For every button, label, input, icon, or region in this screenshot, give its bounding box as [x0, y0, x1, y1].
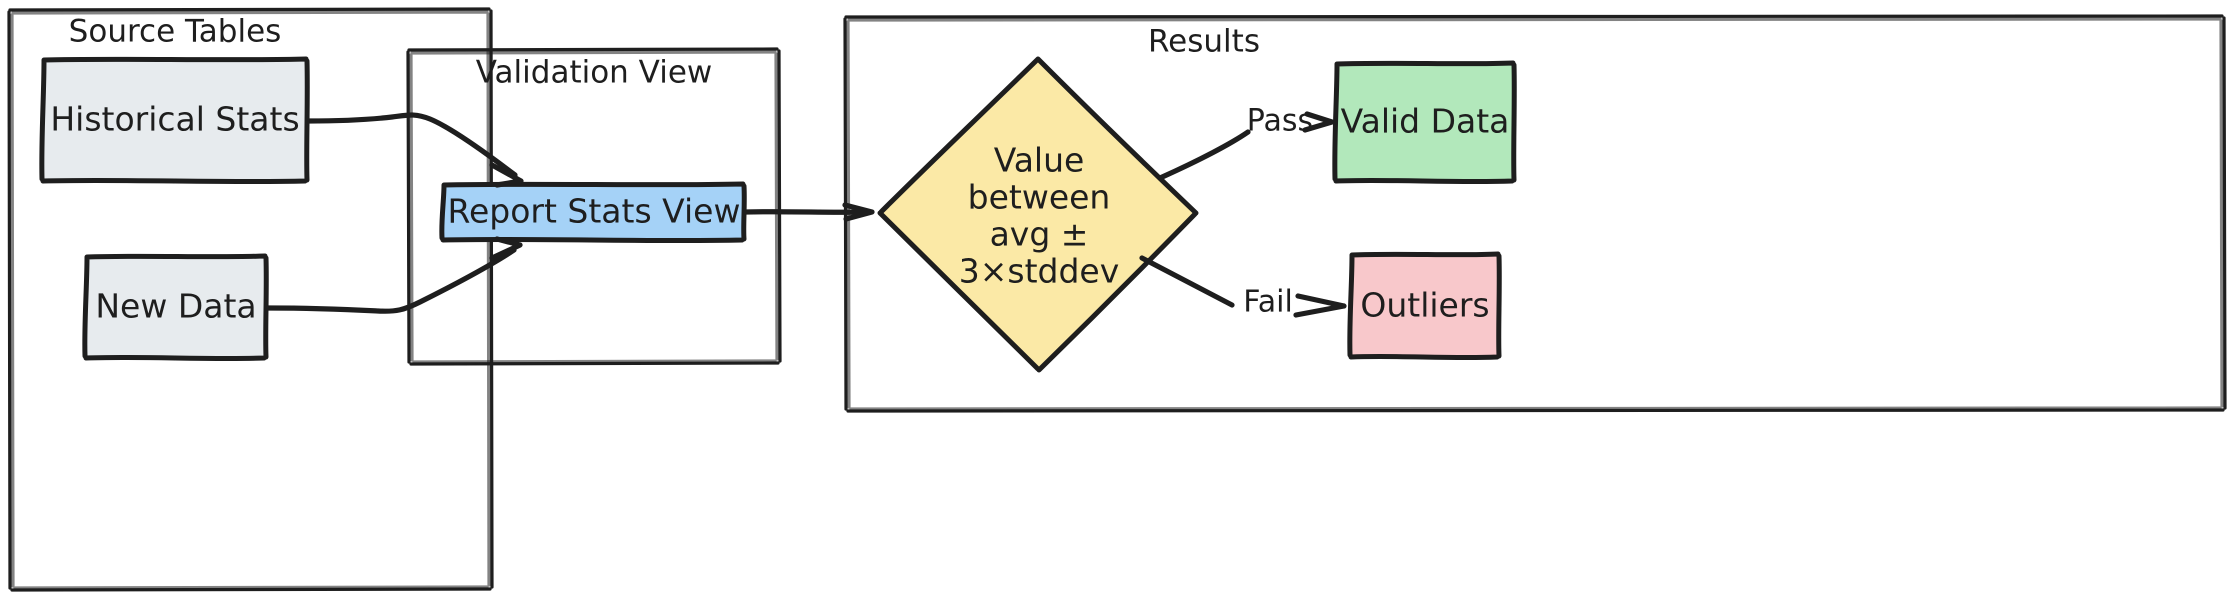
validation-view-title: Validation View: [476, 55, 713, 91]
node-report-stats-view[interactable]: Report Stats View: [439, 181, 747, 244]
edge-newdata-arrowhead: [489, 236, 523, 261]
edge-view-decision-arrowhead: [842, 202, 875, 222]
results-title: Results: [1148, 24, 1260, 60]
results-frame: [843, 14, 2227, 413]
edge-fail-label: Fail: [1243, 285, 1293, 320]
valid-data-label: Valid Data: [1341, 102, 1510, 141]
new-data-fill: [86, 256, 266, 358]
edge-newdata-line: [265, 247, 517, 314]
container-validation-view[interactable]: Validation View: [406, 47, 782, 366]
container-source-tables[interactable]: Source Tables: [7, 7, 494, 592]
edge-view-to-decision[interactable]: [743, 202, 875, 222]
decision-line-2: between: [968, 178, 1111, 217]
edge-historical-to-view[interactable]: [305, 112, 524, 188]
historical-stats-label: Historical Stats: [50, 100, 299, 139]
node-outliers[interactable]: Outliers: [1347, 251, 1502, 361]
historical-stats-border: [39, 56, 310, 185]
node-decision-diamond[interactable]: Value between avg ± 3×stddev: [877, 56, 1199, 373]
edge-pass-line: [1157, 129, 1251, 181]
edge-fail-line: [1139, 255, 1235, 308]
source-tables-frame: [7, 7, 494, 592]
edge-decision-fail[interactable]: Fail: [1139, 255, 1347, 320]
edge-pass-label: Pass: [1247, 104, 1313, 139]
edge-newdata-to-view[interactable]: [265, 236, 523, 314]
node-valid-data[interactable]: Valid Data: [1332, 60, 1517, 185]
edge-historical-arrowhead: [489, 162, 524, 188]
decision-line-1: Value: [994, 141, 1085, 180]
decision-line-3: avg ±: [990, 215, 1089, 254]
report-stats-view-border: [439, 181, 747, 244]
node-new-data[interactable]: New Data: [82, 253, 269, 362]
node-historical-stats[interactable]: Historical Stats: [39, 56, 310, 185]
outliers-fill: [1351, 254, 1499, 357]
validation-view-frame: [406, 47, 782, 366]
edge-historical-line: [305, 112, 518, 178]
valid-data-border: [1332, 60, 1517, 185]
validation-view-frame-2: [409, 50, 779, 364]
edge-pass-arrowhead: [1302, 111, 1335, 133]
decision-line-4: 3×stddev: [959, 252, 1120, 291]
outliers-label: Outliers: [1360, 286, 1489, 325]
report-stats-view-fill: [443, 184, 744, 240]
results-frame-2: [846, 17, 2224, 411]
source-tables-frame-2: [10, 10, 491, 590]
container-results[interactable]: Results: [843, 14, 2227, 413]
edge-fail-arrowhead: [1293, 293, 1347, 318]
edge-view-decision-line: [743, 209, 865, 215]
historical-stats-fill: [43, 59, 307, 181]
source-tables-title: Source Tables: [69, 14, 282, 50]
new-data-label: New Data: [95, 287, 256, 326]
outliers-border: [1347, 251, 1502, 361]
decision-diamond-border: [877, 56, 1199, 373]
valid-data-fill: [1336, 63, 1514, 181]
report-stats-view-label: Report Stats View: [448, 192, 741, 231]
edge-decision-pass[interactable]: Pass: [1157, 104, 1335, 181]
